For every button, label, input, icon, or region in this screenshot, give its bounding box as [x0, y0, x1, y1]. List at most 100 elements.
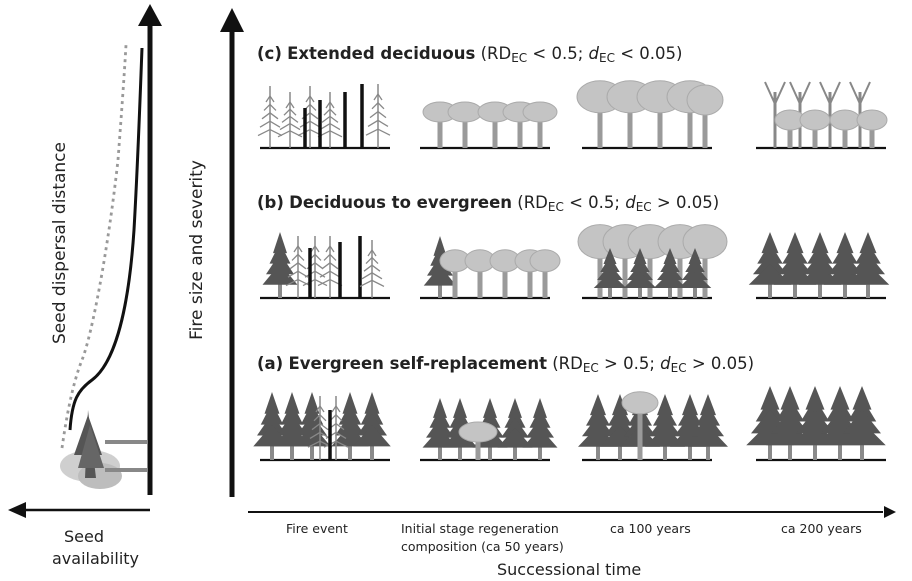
burned-branch: [317, 130, 343, 138]
burned-branch: [289, 261, 307, 270]
conifer-crown: [497, 427, 533, 448]
dispersal-curve-evergreen: [68, 47, 144, 431]
bare-branches: [819, 81, 841, 107]
burned-branch: [265, 94, 275, 103]
bare-branches: [789, 81, 811, 107]
conifer-crown: [293, 424, 331, 447]
seed-dispersal-axis: [138, 4, 162, 495]
bare-branches: [764, 81, 786, 107]
burned-branch: [323, 440, 349, 448]
deciduous-crown: [799, 109, 831, 131]
conifer-crown: [353, 424, 391, 447]
burned-branch: [361, 272, 383, 280]
bare-branches: [849, 81, 871, 107]
seed-availability-axis: [8, 502, 150, 518]
burned-branch: [261, 111, 279, 120]
burned-branch: [283, 108, 297, 116]
burned-branch: [257, 128, 283, 137]
burned-branch: [369, 110, 387, 119]
time-axis-title: Successional time: [497, 560, 642, 579]
conifer-crown: [508, 398, 522, 418]
burned-branch: [311, 422, 329, 431]
conifer-crown: [593, 272, 627, 288]
time-tick-fire-event: Fire event: [286, 521, 348, 536]
burned-branch: [281, 115, 299, 123]
burned-branch: [277, 130, 303, 138]
conifer-crown: [433, 398, 447, 418]
time-tick-200-years: ca 200 years: [781, 521, 862, 536]
burned-branch: [321, 261, 339, 270]
deciduous-crown: [458, 421, 498, 443]
burned-branch: [319, 270, 341, 278]
time-tick-initial-line1: Initial stage regeneration: [401, 521, 559, 536]
burned-branch: [317, 278, 343, 287]
panel-title-b: (b) Deciduous to evergreen (RDEC < 0.5; …: [257, 193, 720, 214]
burned-branch: [310, 244, 320, 253]
left-seed-source-trees: [60, 410, 148, 489]
deciduous-crown: [829, 109, 861, 131]
conifer-crown: [838, 421, 886, 446]
burned-branch: [325, 244, 335, 253]
deciduous-crown: [686, 84, 724, 116]
seed-availability-label-line2: availability: [52, 549, 140, 568]
panel-title-a: (a) Evergreen self-replacement (RDEC > 0…: [257, 354, 755, 375]
panel-title-c: (c) Extended deciduous (RDEC < 0.5; dEC …: [257, 44, 683, 65]
deciduous-crown: [522, 101, 558, 123]
conifer-crown: [653, 272, 687, 288]
burned-branch: [291, 253, 305, 261]
seed-availability-label-line1: Seed: [64, 527, 104, 546]
deciduous-crown: [447, 101, 483, 123]
burned-branch: [329, 413, 343, 422]
burned-branch: [315, 404, 325, 413]
time-tick-100-years: ca 100 years: [610, 521, 691, 536]
conifer-crown: [688, 425, 728, 447]
conifer-crown: [623, 272, 657, 288]
dispersal-curve-deciduous: [60, 44, 128, 449]
burned-branch: [319, 122, 341, 131]
deciduous-crown: [529, 249, 561, 273]
burned-branch: [293, 244, 303, 253]
burned-branch: [305, 94, 315, 103]
conifer-crown: [533, 398, 547, 418]
burned-branch: [313, 413, 327, 422]
burned-branch: [323, 253, 337, 261]
burned-branch: [297, 128, 323, 137]
conifer-crown: [846, 263, 890, 285]
time-tick-initial-line2: composition (ca 50 years): [401, 539, 564, 554]
burned-branch: [309, 431, 331, 439]
deciduous-crown: [621, 391, 659, 415]
burned-branch: [367, 119, 389, 127]
burned-branch: [287, 270, 309, 278]
burned-branch: [359, 279, 385, 287]
conifer-crown: [483, 398, 497, 418]
tree-scenes: [253, 80, 890, 462]
burned-branch: [363, 264, 381, 272]
conifer-crown: [423, 265, 457, 286]
burned-branch: [371, 101, 385, 110]
burned-branch: [279, 122, 301, 131]
seed-dispersal-label: Seed dispersal distance: [50, 142, 70, 344]
burned-branch: [365, 128, 391, 136]
conifer-crown: [453, 398, 467, 418]
conifer-crown: [262, 263, 298, 285]
burned-branch: [325, 100, 335, 109]
time-axis: [248, 506, 896, 518]
burned-branch: [331, 404, 341, 413]
burned-branch: [321, 115, 339, 123]
conifer-crown: [678, 272, 712, 288]
conifer-crown: [442, 427, 478, 448]
fire-severity-axis: [220, 8, 244, 497]
deciduous-crown: [856, 109, 888, 131]
burned-branch: [323, 108, 337, 116]
burned-branch: [263, 103, 277, 111]
burned-branch: [259, 120, 281, 128]
conifer-crown: [522, 427, 558, 448]
deciduous-crown: [682, 224, 728, 260]
burned-branch: [365, 256, 379, 265]
fire-severity-label: Fire size and severity: [187, 160, 207, 340]
burned-branch: [373, 92, 383, 101]
burned-branch: [367, 248, 377, 257]
burned-branch: [285, 100, 295, 109]
